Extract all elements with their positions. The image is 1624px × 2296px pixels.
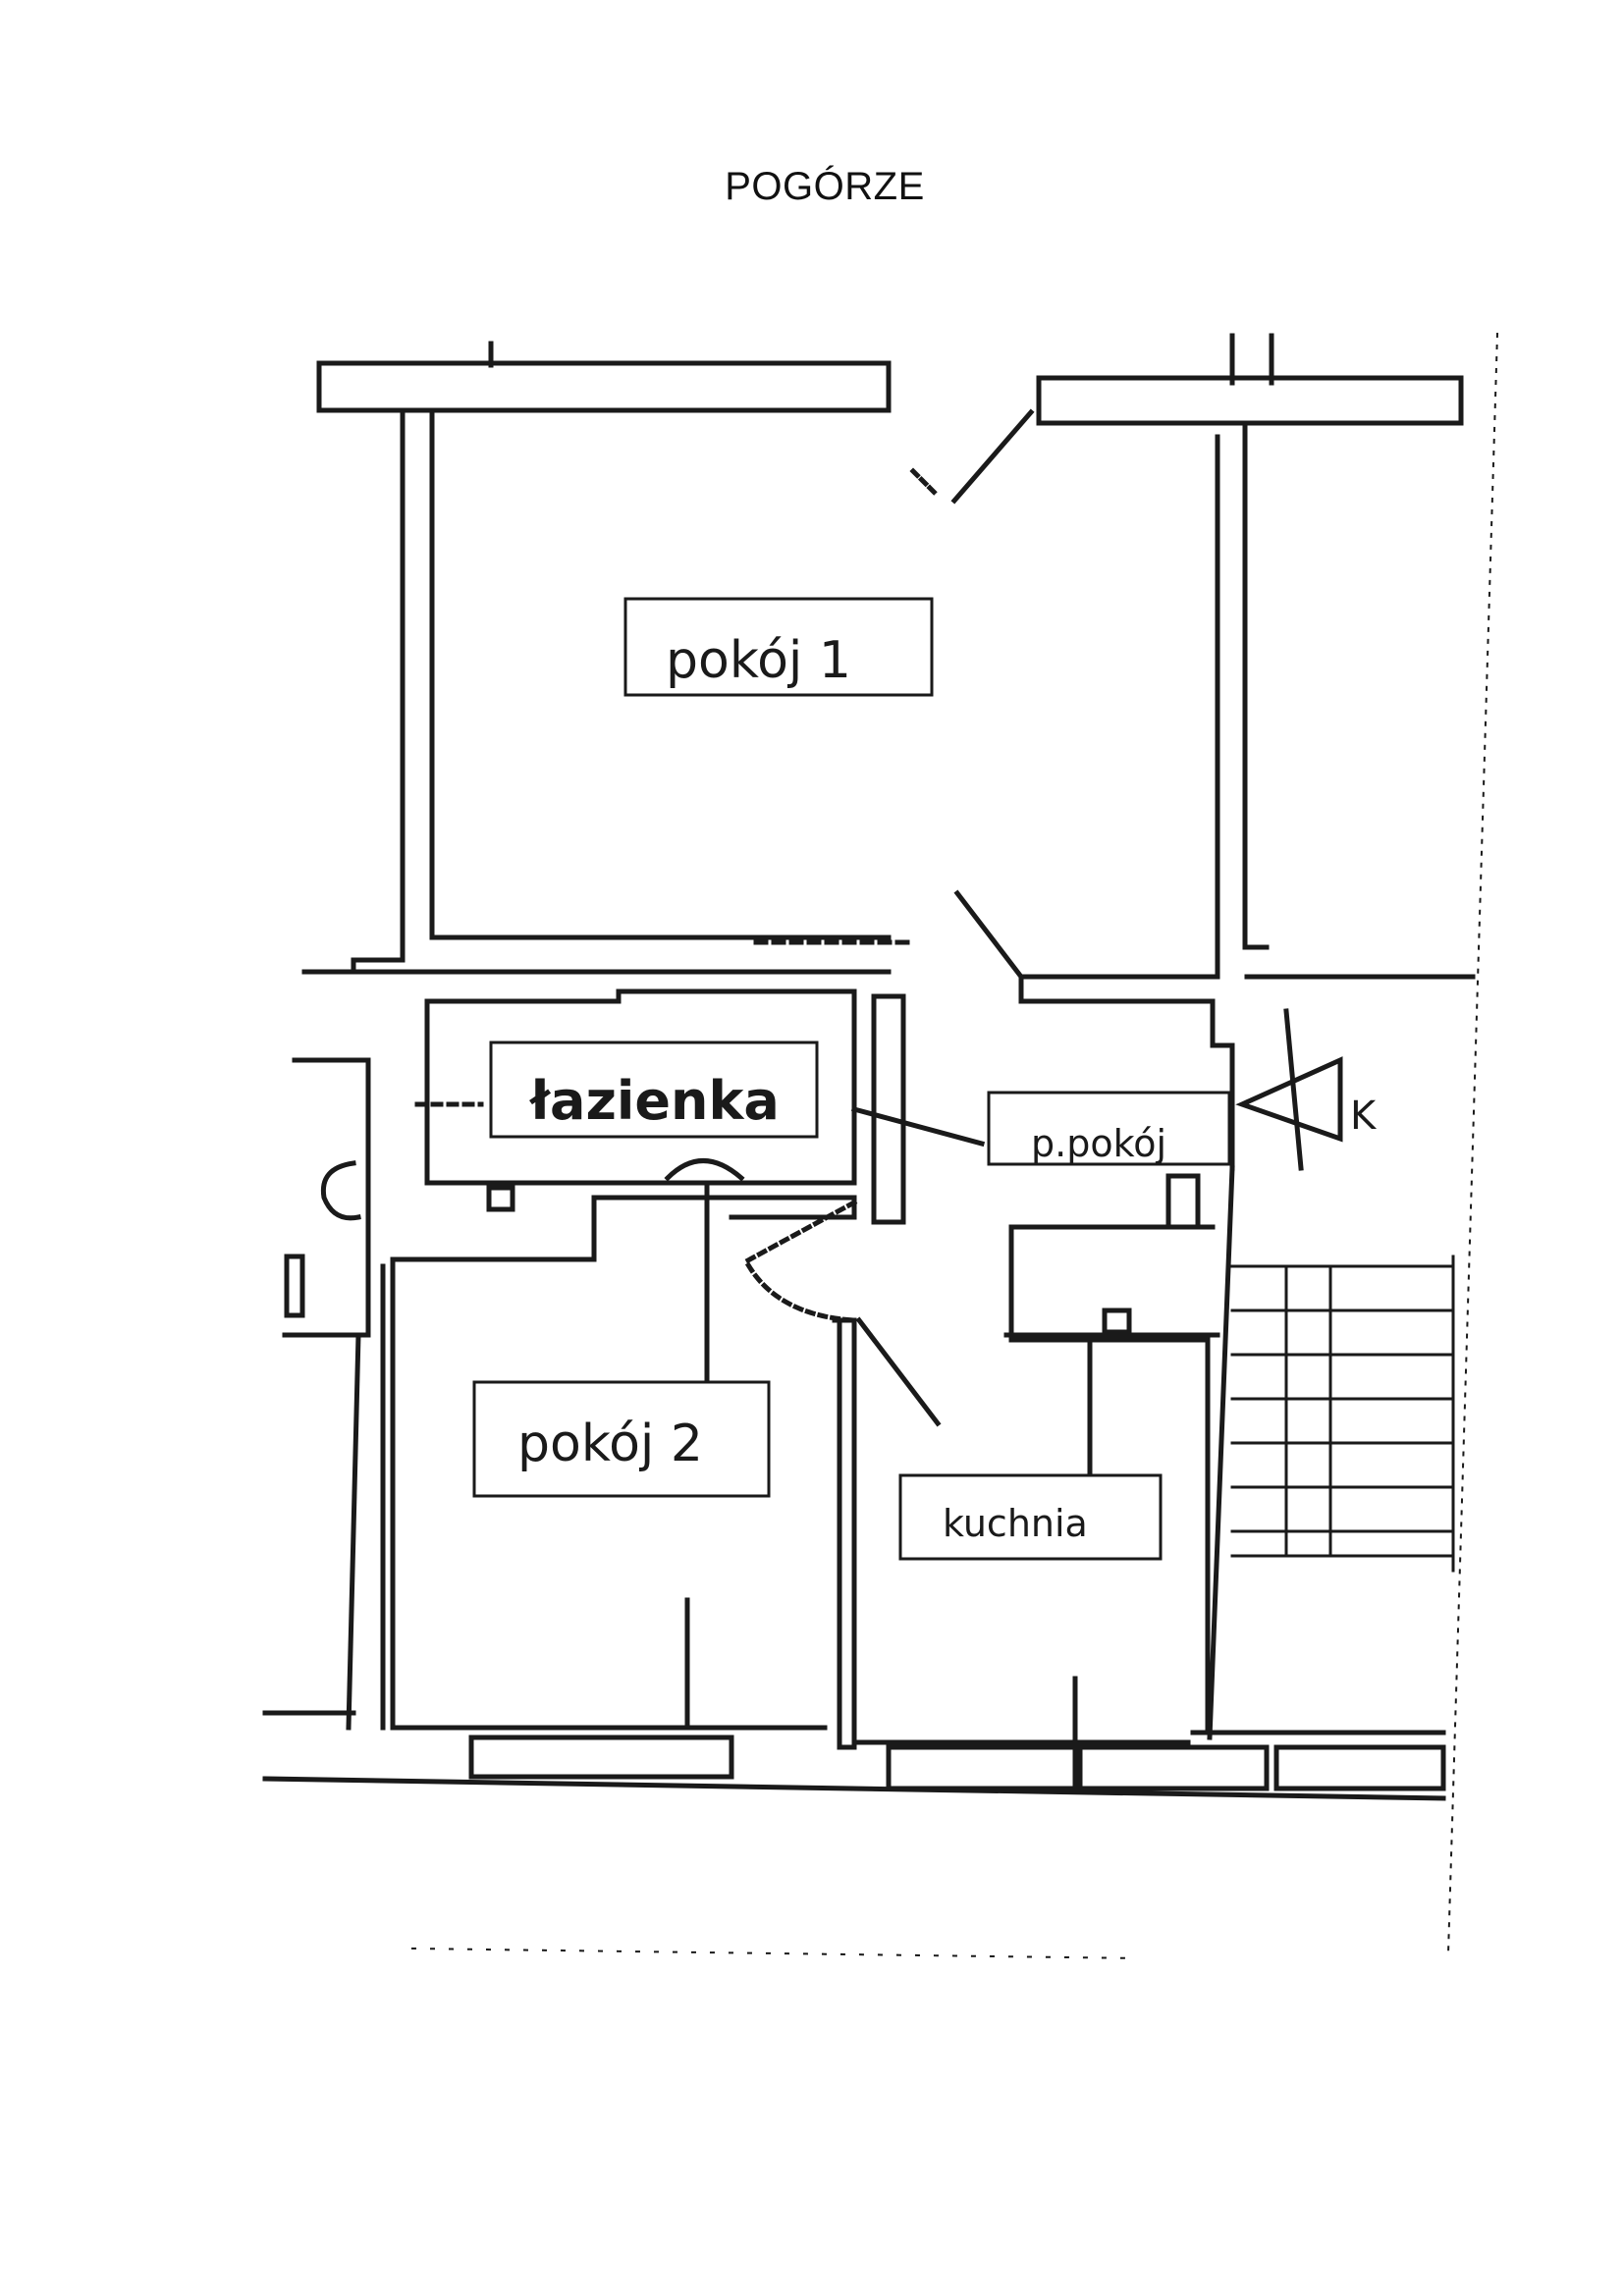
right-edge-dots bbox=[1446, 332, 1499, 1955]
facade-window-4 bbox=[1273, 1744, 1446, 1791]
kitchen-label-box bbox=[898, 1473, 1163, 1561]
bottom-scan-dots bbox=[410, 1947, 1141, 1960]
page-title: POGÓRZE bbox=[725, 165, 925, 208]
bathroom-label: łazienka bbox=[529, 1070, 780, 1132]
room2-walls bbox=[414, 1195, 857, 1262]
kitchen-door bbox=[855, 1316, 942, 1427]
entry-mark: K bbox=[1350, 1094, 1378, 1139]
room1-label: pokój 1 bbox=[666, 631, 851, 690]
facade-window-2 bbox=[886, 1744, 1078, 1791]
bathroom-door-frame bbox=[871, 993, 906, 1225]
bathtub-handle bbox=[664, 1158, 745, 1182]
room1-left-wall-inner bbox=[429, 407, 892, 940]
room1-door-bottom bbox=[953, 889, 1025, 981]
room1-left-wall bbox=[351, 407, 406, 975]
room1-right-wall-inner bbox=[1018, 434, 1220, 1004]
bathroom-walls bbox=[424, 988, 857, 1186]
room2-label-box bbox=[472, 1380, 771, 1498]
facade-window-1 bbox=[468, 1735, 734, 1780]
kitchen-label: kuchnia bbox=[943, 1502, 1088, 1545]
bathroom-label-box bbox=[489, 1041, 819, 1139]
facade-window-3 bbox=[1077, 1744, 1270, 1791]
hall-right-wall bbox=[1018, 998, 1235, 1171]
room1-label-box bbox=[623, 597, 934, 697]
hall-niche bbox=[1165, 1173, 1201, 1230]
left-wall-lower bbox=[346, 1332, 361, 1731]
room1-right-wall-outer bbox=[1242, 421, 1270, 950]
room1-door-top bbox=[950, 408, 1035, 505]
room1-door-swing bbox=[909, 467, 942, 500]
staircase bbox=[1230, 1255, 1455, 1573]
top-right-parapet bbox=[1036, 375, 1464, 426]
bathroom-vent bbox=[486, 1185, 515, 1212]
room2-left-wall bbox=[390, 1256, 420, 1731]
stair-left-wall bbox=[1207, 1165, 1235, 1740]
kitchen-right-wall bbox=[1190, 1337, 1211, 1735]
hall-label-box bbox=[987, 1091, 1231, 1166]
room2-door-swing bbox=[742, 1199, 858, 1323]
room2-label: pokój 2 bbox=[517, 1415, 703, 1473]
kitchen-chimney bbox=[1102, 1308, 1132, 1335]
hall-bottom-wall bbox=[1008, 1224, 1220, 1338]
left-fragment-box bbox=[284, 1254, 305, 1318]
top-left-parapet bbox=[316, 360, 892, 413]
entry-door-line bbox=[1283, 1008, 1304, 1171]
left-fragment bbox=[282, 1057, 371, 1338]
facade-line-1 bbox=[262, 1776, 1446, 1801]
left-fragment-arc bbox=[320, 1160, 361, 1221]
hall-label: p.pokój bbox=[1031, 1122, 1166, 1165]
kitchen-left-wall bbox=[832, 1317, 857, 1750]
bathroom-door-arc bbox=[850, 1105, 986, 1148]
